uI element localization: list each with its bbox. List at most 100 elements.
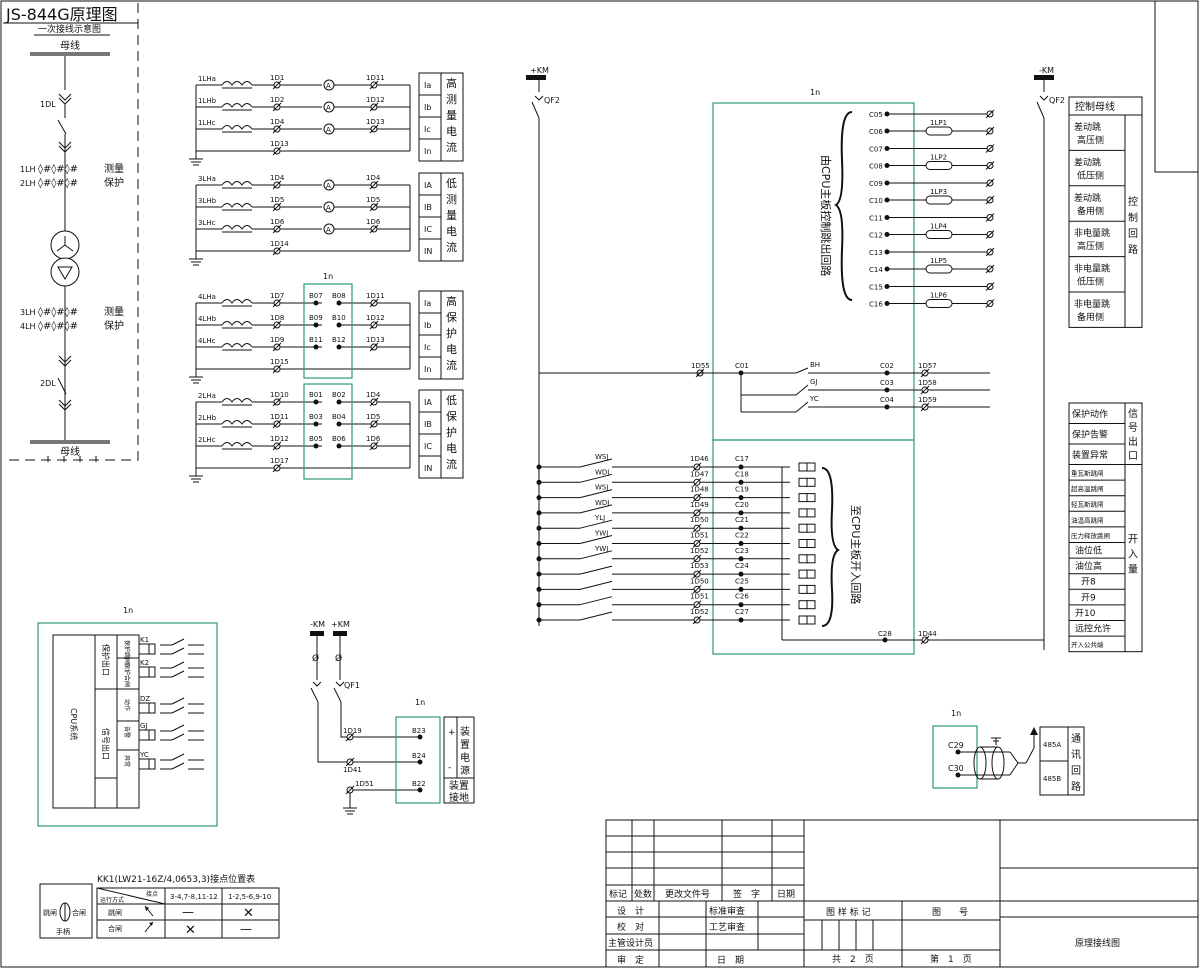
ac-group-title-char: 测: [446, 93, 457, 106]
trip-terminal-label: C09: [869, 180, 883, 188]
terminal-slash: [272, 397, 282, 407]
kk1-row1-mode: 跳闸: [108, 908, 122, 917]
control-bus-table: 控制母线差动跳高压侧差动跳低压侧差动跳备用侧非电量跳高压侧非电量跳低压侧非电量跳…: [1068, 96, 1143, 653]
terminal-slash: [272, 419, 282, 429]
relay-code: GJ: [140, 722, 148, 730]
supply-minus-sign: -: [448, 763, 451, 773]
signal-left-label: 1D55: [691, 362, 710, 370]
terminal-slash: [692, 508, 702, 518]
qf2-right-label: QF2: [1049, 96, 1065, 105]
terminal-slash: [272, 364, 282, 374]
primary-dashed-frame: [3, 3, 139, 461]
terminal-slash: [985, 230, 995, 239]
terminal-slash: [985, 161, 995, 170]
power-neg-terminal: Ø: [312, 653, 319, 664]
terminal-slash: [692, 462, 702, 472]
signal-contact-label: BH: [810, 361, 820, 369]
input-item: 开9: [1081, 592, 1096, 603]
supply-label-1: 装: [460, 725, 470, 738]
input-d-label: 1D51: [690, 532, 709, 540]
ct-coil-symbol: [221, 103, 253, 108]
ac-group-title-char: 电: [446, 125, 457, 138]
kk1-col0-top: 接点: [146, 890, 158, 898]
title-block: 标记 处数 更改文件号 签 字 日期 设 计 校 对 主管设计员 审 定 标准审…: [605, 819, 1199, 968]
terminal-slash: [692, 554, 702, 564]
kk1-trip-label: 跳闸: [43, 908, 57, 917]
ac-mid-terminal-label: 1D4: [270, 174, 285, 182]
terminal-slash: [369, 102, 379, 112]
control-side-char: 控: [1128, 195, 1138, 208]
optocoupler-icon: [798, 569, 808, 579]
input-d-label: 1D50: [690, 516, 709, 524]
ac-mid-terminal-label: 1D9: [270, 336, 284, 344]
pressure-plate-label: 1LP4: [930, 223, 948, 231]
ac-input-label: 3LHa: [198, 175, 216, 183]
input-switch-label: YWJ: [594, 545, 608, 553]
relay-contact: [171, 733, 185, 741]
signal-d-label: 1D59: [918, 396, 937, 404]
ac-phase-label: Ia: [424, 299, 431, 308]
ac-phase-label: IN: [424, 247, 432, 256]
input-switch-label: WDJ: [595, 468, 609, 476]
input-d-label: 1D48: [690, 486, 709, 494]
control-item-line1: 差动跳: [1074, 121, 1101, 133]
comm-side-3: 回: [1071, 765, 1081, 777]
ac-phase-label: IN: [424, 464, 432, 473]
pressure-plate-label: 1LP3: [930, 188, 947, 196]
ac-input-label: 2LHc: [198, 436, 216, 444]
terminal-slash: [369, 342, 379, 352]
input-common-c-label: C28: [878, 630, 892, 638]
ac-mid-terminal-label: 1D6: [270, 218, 285, 226]
terminal-slash: [369, 397, 379, 407]
ac-right-terminal-label: 1D5: [366, 196, 380, 204]
terminal-slash: [692, 569, 702, 579]
ammeter-label: A: [326, 226, 331, 234]
signal-side-char: 信: [1128, 408, 1138, 420]
module-terminal-label: B10: [332, 314, 346, 322]
input-c-terminal: [738, 617, 744, 623]
relay-coil-icon: [148, 702, 156, 714]
ct-coil-symbol: [221, 343, 253, 348]
input-item: 开入公共端: [1071, 640, 1104, 649]
power-neg-label: -KM: [310, 620, 325, 629]
signal-side-char: 口: [1128, 451, 1138, 462]
ct-lower-symbols-1: ◊#◊#◊#: [38, 306, 78, 318]
input-d-label: 1D49: [690, 501, 709, 509]
ac-group-title-char: 电: [446, 442, 457, 455]
input-c-label: C24: [735, 562, 749, 570]
power-d-label: 1D41: [343, 766, 362, 774]
signal-contact: [795, 367, 809, 374]
signal-item: 保护动作: [1072, 408, 1108, 420]
trip-output-brace: [834, 111, 853, 301]
input-contact: [579, 535, 613, 544]
terminal-slash: [272, 124, 282, 134]
comm-c29-label: C29: [948, 741, 964, 750]
ac-group-title-char: 护: [446, 326, 457, 340]
terminal-slash: [985, 213, 995, 222]
pressure-plate-icon: [925, 230, 953, 239]
ct-coil-symbol: [221, 398, 253, 403]
ac-right-terminal-label: 1D11: [366, 292, 385, 300]
qf2-left-contact: [531, 101, 540, 119]
terminal-slash: [272, 102, 282, 112]
kk1-title: KK1(LW21-16Z/4,0653,3)接点位置表: [97, 873, 255, 885]
control-side-char: 回: [1128, 228, 1138, 240]
kk1-table: [96, 887, 280, 939]
ac-neutral-label: 1D14: [270, 240, 289, 248]
input-c-label: C22: [735, 532, 749, 540]
kk1-row2-mode: 合闸: [108, 924, 122, 933]
module-1n-box-trip: [712, 102, 915, 441]
signal-contact-label: GJ: [810, 378, 818, 386]
optocoupler-icon: [798, 600, 808, 610]
control-item-line1: 差动跳: [1074, 192, 1101, 204]
ac-input-label: 3LHc: [198, 219, 216, 227]
optocoupler-icon: [806, 584, 816, 594]
ac-phase-label: IC: [424, 442, 432, 451]
input-c-label: C27: [735, 608, 749, 616]
terminal-slash: [369, 441, 379, 451]
module-terminal-label: B07: [309, 292, 323, 300]
ac-right-terminal-label: 1D13: [366, 336, 385, 344]
ac-group-title-char: 流: [446, 140, 457, 154]
ct-1lh-name: 测量: [104, 162, 124, 175]
